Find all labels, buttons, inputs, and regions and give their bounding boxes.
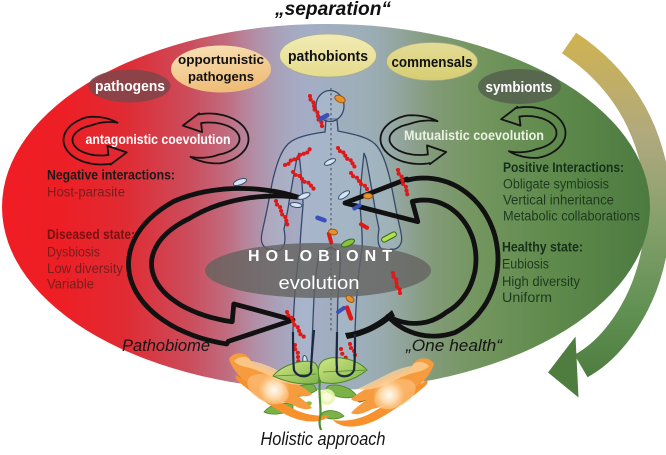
svg-text:High diversity: High diversity [502, 274, 580, 289]
svg-text:opportunistic: opportunistic [178, 52, 264, 67]
svg-text:Vertical inheritance: Vertical inheritance [503, 193, 614, 208]
svg-text:Holistic approach: Holistic approach [261, 429, 386, 449]
svg-text:Variable: Variable [47, 277, 94, 292]
svg-text:pathogens: pathogens [95, 79, 165, 95]
svg-text:„separation“: „separation“ [274, 0, 392, 20]
svg-text:Diseased state:: Diseased state: [47, 227, 135, 242]
svg-text:„One health“: „One health“ [405, 336, 503, 355]
svg-text:evolution: evolution [279, 272, 360, 293]
svg-text:Dysbiosis: Dysbiosis [47, 245, 100, 260]
svg-text:Negative interactions:: Negative interactions: [47, 168, 175, 183]
svg-text:Healthy state:: Healthy state: [502, 240, 583, 255]
svg-text:pathobionts: pathobionts [288, 48, 368, 65]
svg-text:Mutualistic coevolution: Mutualistic coevolution [404, 128, 544, 143]
svg-text:Uniform: Uniform [502, 290, 552, 305]
svg-text:symbionts: symbionts [486, 80, 553, 96]
svg-text:Eubiosis: Eubiosis [502, 257, 549, 272]
svg-text:pathogens: pathogens [188, 69, 254, 84]
svg-text:antagonistic coevolution: antagonistic coevolution [86, 132, 231, 147]
svg-text:Low diversity: Low diversity [47, 261, 123, 276]
svg-text:Metabolic collaborations: Metabolic collaborations [503, 209, 640, 224]
svg-text:Obligate symbiosis: Obligate symbiosis [503, 177, 609, 192]
svg-text:Pathobiome: Pathobiome [122, 336, 210, 355]
svg-text:Positive Interactions:: Positive Interactions: [503, 160, 624, 175]
svg-text:H O L O B I O N T: H O L O B I O N T [248, 248, 392, 265]
svg-text:Host-parasite: Host-parasite [47, 185, 125, 200]
svg-text:commensals: commensals [392, 55, 473, 71]
